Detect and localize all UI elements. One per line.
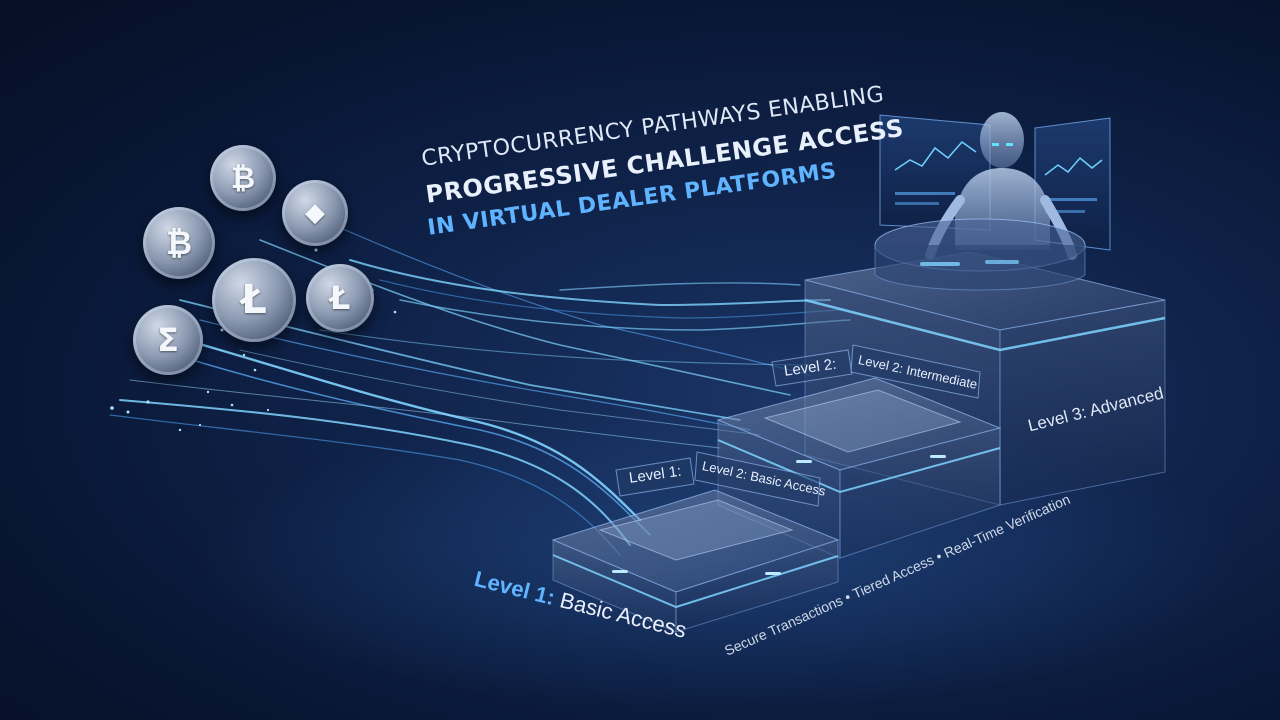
ethereum-icon: ◆ (305, 198, 325, 228)
sigma-coin: Σ (133, 305, 203, 375)
litecoin-coin-right: Ł (306, 264, 374, 332)
sigma-icon: Σ (157, 321, 179, 359)
dealer-desk (874, 218, 1086, 291)
data-streams (109, 209, 851, 556)
level-tags (615, 344, 981, 507)
litecoin-coin-center: Ł (212, 258, 296, 342)
litecoin-icon: Ł (241, 277, 267, 323)
bitcoin-coin-left: ₿ (143, 207, 215, 279)
bitcoin-coin-top: ₿ (210, 145, 276, 211)
level3-pillar (804, 251, 1166, 506)
ethereum-coin: ◆ (282, 180, 348, 246)
bitcoin-icon: ₿ (230, 160, 256, 196)
litecoin-icon: Ł (329, 279, 351, 317)
level1-block (551, 489, 840, 633)
bitcoin-icon: ₿ (165, 224, 193, 262)
